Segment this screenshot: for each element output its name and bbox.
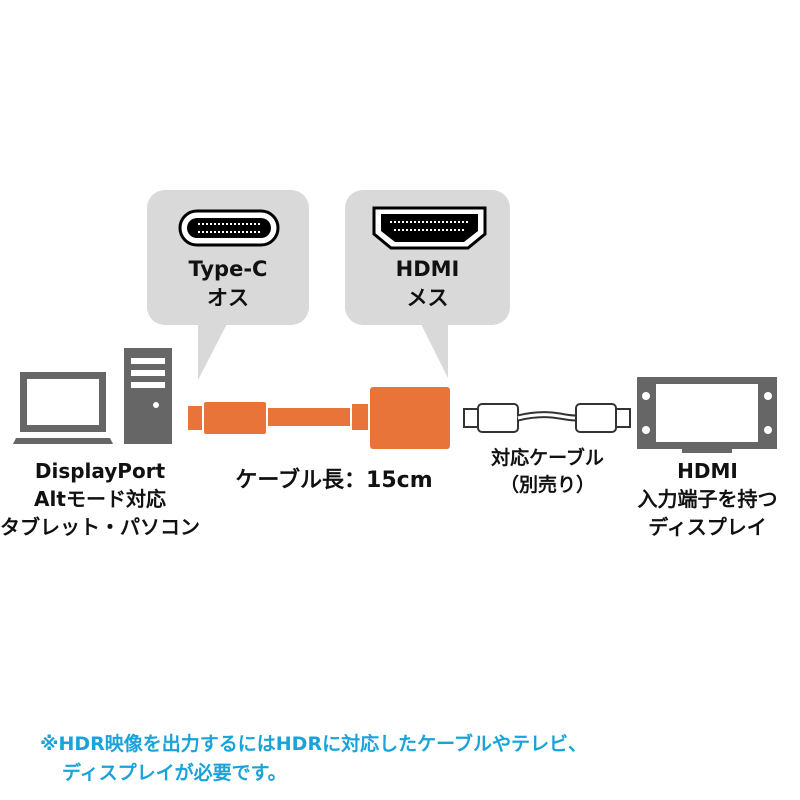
usb-c-port-icon: [178, 209, 280, 247]
hdmi-callout-tail: [420, 322, 448, 378]
source-label-line3: タブレット・パソコン: [0, 515, 200, 539]
tv-display-icon: [637, 377, 777, 453]
cable-length-label: ケーブル長：15cm: [235, 468, 433, 493]
hdmi-female-label-line1: HDMI: [395, 257, 460, 281]
compatible-cable-label: 対応ケーブル （別売り）: [465, 445, 630, 499]
hdmi-female-label: HDMI メス: [345, 255, 510, 313]
typec-label-line2: オス: [207, 286, 249, 310]
display-device-label: HDMI 入力端子を持つ ディスプレイ: [620, 457, 795, 541]
display-label-line2: 入力端子を持つ: [637, 487, 778, 511]
source-label-line2: Altモード対応: [34, 487, 166, 511]
source-device-label: DisplayPort Altモード対応 タブレット・パソコン: [0, 457, 200, 541]
hdmi-female-label-line2: メス: [406, 286, 449, 310]
typec-label: Type-C オス: [147, 255, 309, 313]
hdmi-cable-image: [463, 403, 631, 433]
cable-label-line2: （別売り）: [499, 474, 595, 496]
hdr-note-line2: ディスプレイが必要です。: [62, 762, 287, 784]
hdr-note-line1: ※HDR映像を出力するにはHDRに対応したケーブルやテレビ、: [40, 733, 587, 755]
laptop-icon: [13, 372, 113, 444]
typec-callout-tail: [198, 322, 228, 380]
hdmi-port-icon: [372, 206, 487, 250]
hdr-note: ※HDR映像を出力するにはHDRに対応したケーブルやテレビ、 ディスプレイが必要…: [40, 730, 780, 788]
adapter-image: [188, 387, 450, 449]
cable-label-line1: 対応ケーブル: [491, 447, 604, 469]
source-label-line1: DisplayPort: [34, 459, 166, 483]
typec-label-line1: Type-C: [188, 257, 268, 281]
display-label-line1: HDMI: [677, 459, 738, 483]
desktop-tower-icon: [124, 348, 172, 444]
display-label-line3: ディスプレイ: [648, 515, 767, 539]
